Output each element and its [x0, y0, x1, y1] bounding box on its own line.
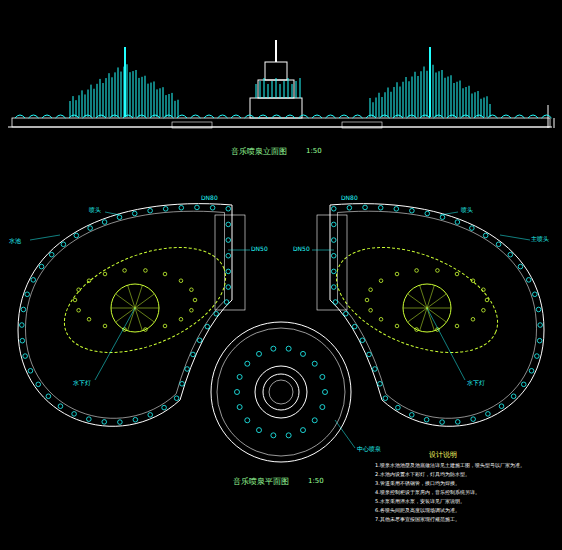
plan — [18, 204, 544, 462]
view-title: 音乐喷泉立面图 — [230, 148, 288, 157]
callout-label: DN50 — [250, 246, 269, 253]
callout-label: 中心喷泉 — [356, 446, 382, 453]
note-text: 6.各喷头间距及高度以现场调试为准。 — [374, 508, 461, 514]
note-text: 3.管道采用不锈钢管，接口均为焊接。 — [374, 481, 461, 487]
callout-label: 水池 — [8, 238, 22, 245]
callout-label: DN80 — [340, 195, 359, 202]
callout-label: DN80 — [200, 195, 219, 202]
callout-label: 喷头 — [88, 207, 102, 214]
note-text: 5.水泵采用潜水泵，安装详见厂家说明。 — [374, 499, 466, 505]
leader-lines — [30, 212, 530, 448]
callout-label: 喷头 — [460, 207, 474, 214]
view-title: 音乐喷泉平面图 — [232, 478, 290, 487]
note-text: 设计说明 — [428, 452, 458, 460]
note-text: 2.水池内设置水下彩灯，灯具均为防水型。 — [374, 472, 471, 478]
view-title: 1:50 — [305, 148, 323, 156]
spray-jets — [15, 47, 552, 118]
elevation — [8, 40, 554, 128]
callout-label: 水下灯 — [72, 380, 92, 387]
note-text: 4.喷泉控制柜设于泵房内，音乐控制系统另详。 — [374, 490, 481, 496]
callout-label: 水下灯 — [466, 380, 486, 387]
callout-label: DN50 — [292, 246, 311, 253]
nozzle-dots — [20, 205, 543, 438]
note-text: 1.喷泉水池池壁及池底做法详见土建施工图，喷头型号以厂家为准。 — [374, 463, 526, 469]
note-text: 7.其他未尽事宜按国家现行规范施工。 — [374, 517, 461, 523]
callout-label: 主喷头 — [530, 236, 550, 243]
view-title: 1:50 — [307, 478, 325, 486]
